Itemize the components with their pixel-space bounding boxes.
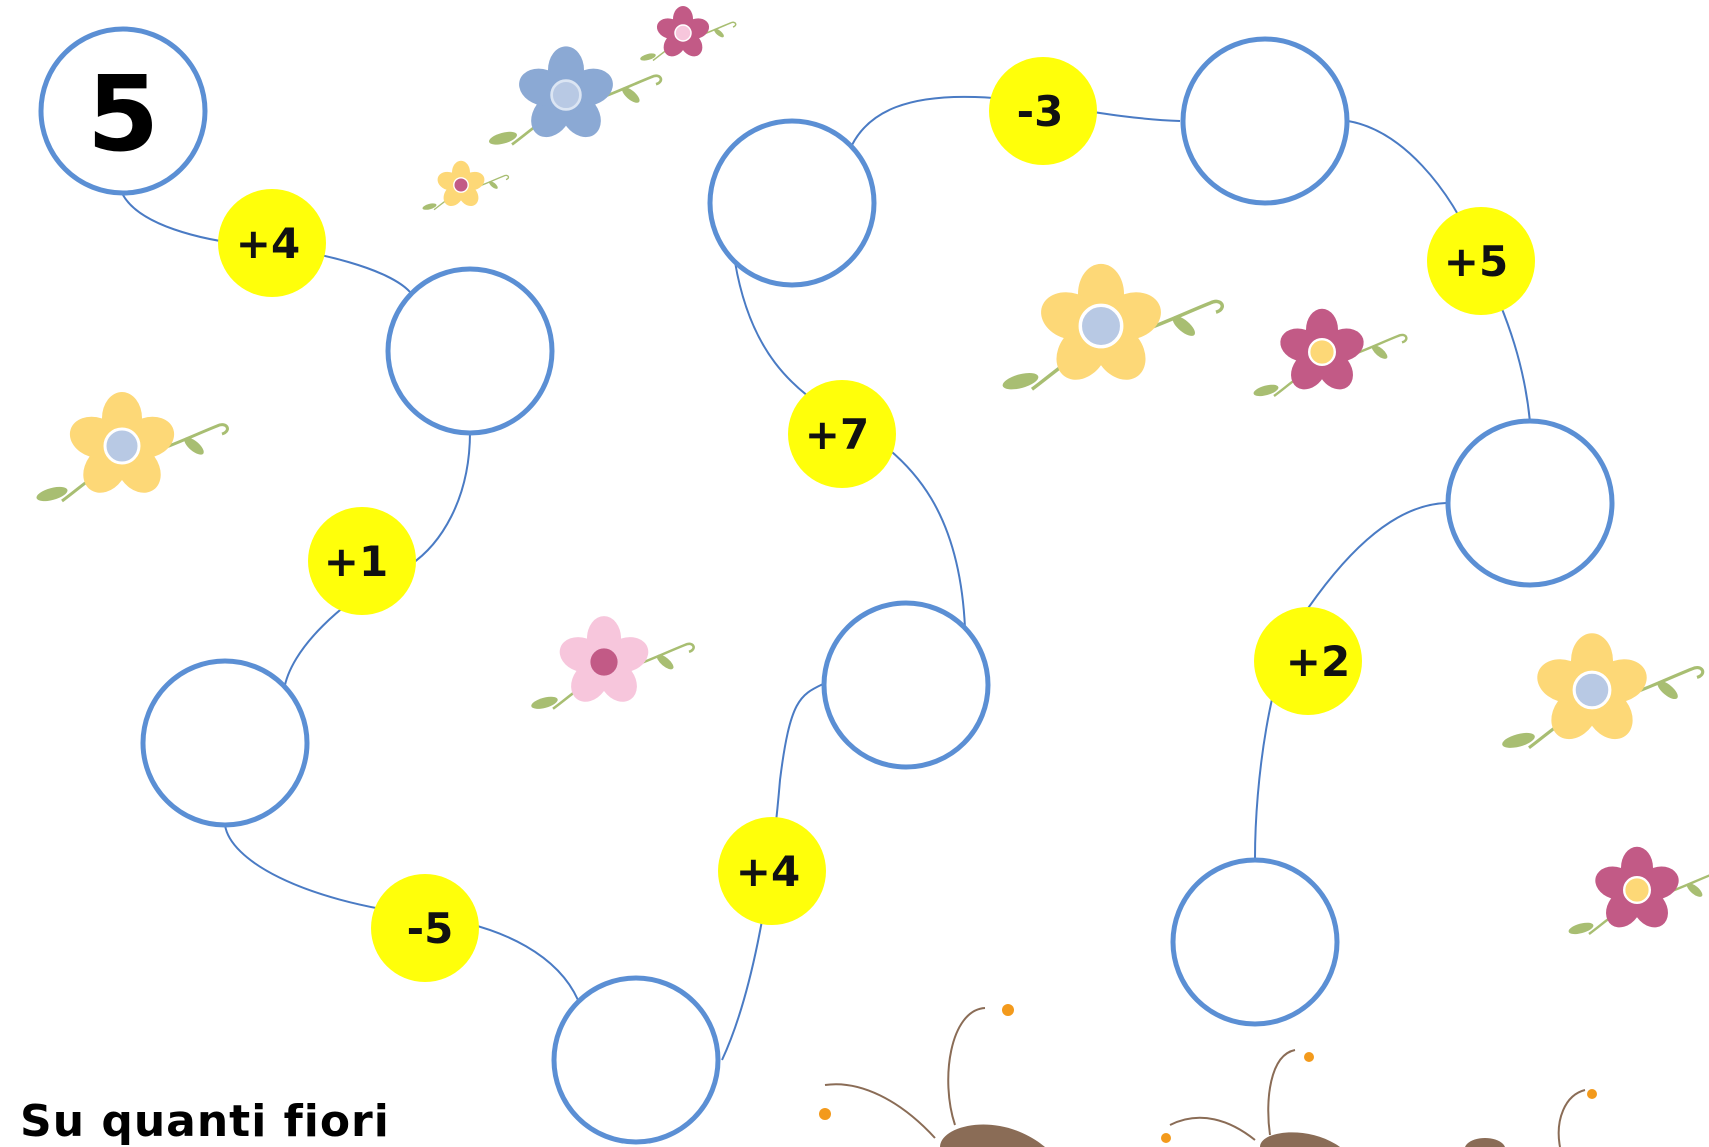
operation-badge: +4 xyxy=(718,817,826,925)
operation-label: +2 xyxy=(1286,637,1350,686)
answer-circle-7[interactable] xyxy=(1448,421,1612,585)
operation-label: -5 xyxy=(407,904,454,953)
answer-circle-4[interactable] xyxy=(824,603,988,767)
operation-label: +5 xyxy=(1444,237,1508,286)
answer-circle-3[interactable] xyxy=(554,978,718,1142)
flower-icon xyxy=(1001,264,1222,393)
bug-icon xyxy=(819,1004,1597,1147)
operation-label: +7 xyxy=(805,410,869,459)
answer-circle-6[interactable] xyxy=(1183,39,1347,203)
answer-circle-8[interactable] xyxy=(1173,860,1337,1024)
flower-icon xyxy=(1252,309,1406,399)
operation-badge: +4 xyxy=(218,189,326,297)
answer-circle-5[interactable] xyxy=(710,121,874,285)
answer-circle-2[interactable] xyxy=(143,661,307,825)
operation-badges: +4 +1 -5 +4 +7 -3 +5 +2 xyxy=(218,57,1535,982)
flower-icon xyxy=(35,392,227,504)
operation-label: +4 xyxy=(736,847,800,896)
operation-badge: +5 xyxy=(1427,207,1535,315)
operation-badge: -3 xyxy=(989,57,1097,165)
operation-badge: +2 xyxy=(1254,607,1362,715)
operation-badge: +1 xyxy=(308,507,416,615)
flower-icon xyxy=(639,6,735,62)
start-value: 5 xyxy=(87,53,159,175)
flower-icon xyxy=(1567,847,1709,937)
operation-label: +1 xyxy=(324,537,388,586)
flower-icon xyxy=(1501,633,1703,751)
operation-label: -3 xyxy=(1017,87,1064,136)
operation-badge: -5 xyxy=(371,874,479,982)
caption-text: Su quanti fiori xyxy=(20,1096,390,1147)
answer-circle-1[interactable] xyxy=(388,269,552,433)
flower-icon xyxy=(488,46,661,147)
operation-label: +4 xyxy=(236,219,300,268)
flower-icon xyxy=(530,616,694,711)
operation-badge: +7 xyxy=(788,380,896,488)
flower-icon xyxy=(422,161,509,211)
start-circle: 5 xyxy=(41,29,205,193)
